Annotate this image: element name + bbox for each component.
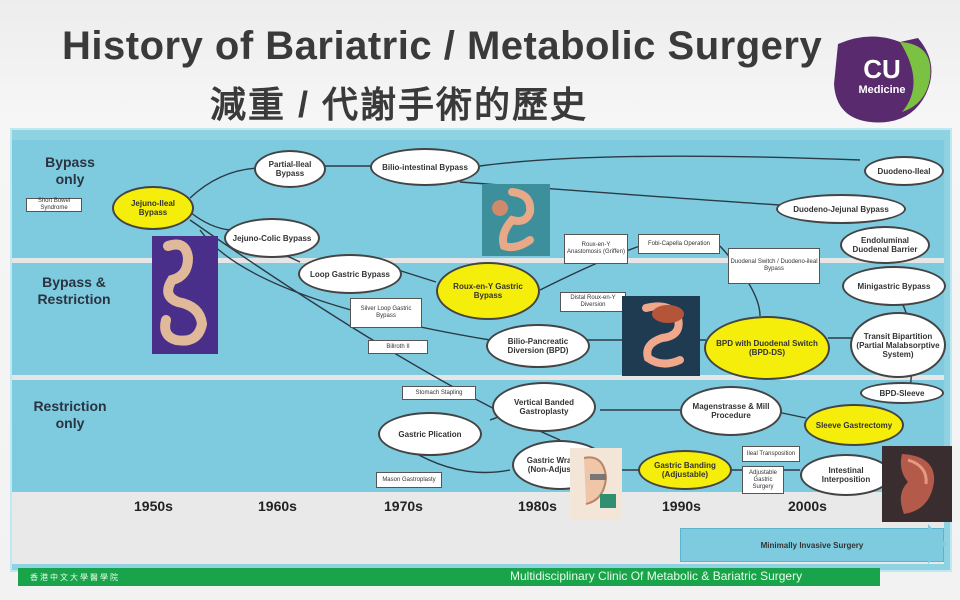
node-transit-bipartition: Transit Bipartition (Partial Malabsorpti… [850,312,946,378]
node-vertical-banded: Vertical Banded Gastroplasty [492,382,596,432]
arrow-head-icon [928,524,946,564]
box-roux-anastomosis: Roux-en-Y Anastomosis (Griffen) [564,234,628,264]
year-label: 1970s [384,498,423,514]
node-bilio-intestinal: Bilio-intestinal Bypass [370,148,480,186]
node-duodeno-jejunal: Duodeno-Jejunal Bypass [776,194,906,224]
box-ileal-transposition: Ileal Transposition [742,446,800,462]
duodenal-switch-illustration [622,296,700,376]
node-mini-gastric: Minigastric Bypass [842,266,946,306]
sleeve-illustration [882,446,952,522]
node-bpd-ds: BPD with Duodenal Switch (BPD-DS) [704,316,830,380]
intestine-illustration [152,236,218,354]
node-duodeno-ileal: Duodeno-Ileal [864,156,944,186]
row-label-text: Bypass only [45,154,95,187]
node-bpd-sleeve: BPD-Sleeve [860,382,944,404]
row-label-text: Restriction only [33,398,106,431]
node-intestinal-interposition: Intestinal Interposition [800,454,892,496]
box-fobi-capella: Fobi-Capella Operation [638,234,720,254]
box-adjustable-surgery: Adjustable Gastric Surgery [742,466,784,494]
node-loop-gastric: Loop Gastric Bypass [298,254,402,294]
box-short-bowel: Short Bowel Syndrome [26,198,82,212]
row-label-restriction: Restriction only [28,398,112,432]
box-silver-bypass: Silver Loop Gastric Bypass [350,298,422,328]
year-label: 1950s [134,498,173,514]
node-bpd: Bilio-Pancreatic Diversion (BPD) [486,324,590,368]
node-partial-ileal: Partial-Ileal Bypass [254,150,326,188]
node-jejuno-colic: Jejuno-Colic Bypass [224,218,320,258]
year-label: 2000s [788,498,827,514]
minimally-invasive-surgery-arrow: Minimally Invasive Surgery [680,528,944,562]
box-duodenal-switch-note: Duodenal Switch / Duodeno-ileal Bypass [728,248,820,284]
node-gastric-banding: Gastric Banding (Adjustable) [638,450,732,490]
footer-english: Multidisciplinary Clinic Of Metabolic & … [510,569,802,583]
footer-chinese: 香港中文大學醫學院 [30,572,120,583]
year-label: 1990s [662,498,701,514]
row-label-text: Bypass & Restriction [37,274,110,307]
box-billroth: Billroth II [368,340,428,354]
box-distal-roux: Distal Roux-en-Y Diversion [560,292,626,312]
box-mason: Mason Gastroplasty [376,472,442,488]
node-magenstrasse: Magenstrasse & Mill Procedure [680,386,782,436]
roux-en-y-illustration [482,184,550,256]
gastric-band-illustration [570,448,622,520]
year-label: 1980s [518,498,557,514]
row-label-bypass: Bypass only [28,154,112,188]
year-label: 1960s [258,498,297,514]
node-roux-en-y: Roux-en-Y Gastric Bypass [436,262,540,320]
node-sleeve: Sleeve Gastrectomy [804,404,904,446]
node-jejuno-ileal: Jejuno-Ileal Bypass [112,186,194,230]
node-duodenal-barrier: Endoluminal Duodenal Barrier [840,226,930,264]
box-stomach-stapling: Stomach Stapling [402,386,476,400]
node-gastric-plication: Gastric Plication [378,412,482,456]
row-label-bypass-restriction: Bypass & Restriction [24,274,124,308]
